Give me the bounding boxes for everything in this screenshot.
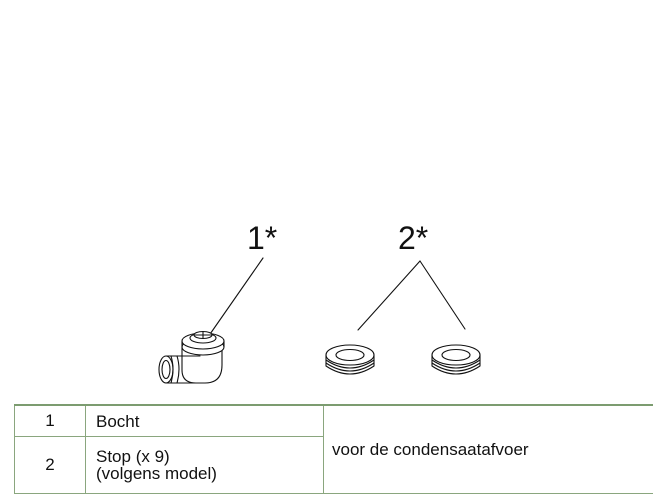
row-name-line: Bocht [96,411,140,431]
leader-line-1 [207,257,264,338]
stopper-ring-icon-2 [431,344,481,375]
table-row: 2 Stop (x 9) (volgens model) [14,436,653,494]
leader-line-2b [419,260,466,330]
parts-drawing [158,257,481,384]
elbow-fitting-icon [158,330,225,384]
callout-label-1: 1* [247,220,278,256]
row-name: Stop (x 9) (volgens model) [85,436,324,494]
parts-table: 1 Bocht voor de condensaatafvoer 2 Stop … [14,404,653,494]
leader-line-2a [357,260,421,331]
row-description: voor de condensaatafvoer [323,404,653,494]
row-number: 1 [14,404,86,437]
parts-illustration: 1* 2* [158,220,481,384]
callout-label-2: 2* [398,220,429,256]
row-name-line: Stop (x 9) [96,447,170,466]
row-number: 2 [14,436,86,494]
stopper-ring-icon-1 [325,344,375,375]
row-name-line: (volgens model) [96,464,217,483]
row-name: Bocht [85,404,324,437]
table-row: 1 Bocht voor de condensaatafvoer [14,404,653,494]
